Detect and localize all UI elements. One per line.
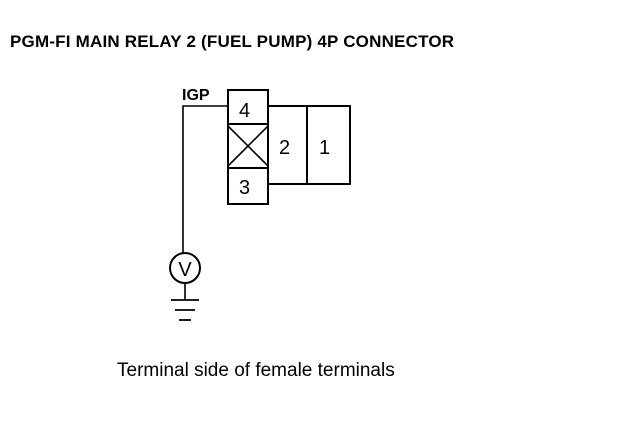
diagram-title: PGM-FI MAIN RELAY 2 (FUEL PUMP) 4P CONNE… xyxy=(10,32,455,51)
ground-icon xyxy=(171,299,199,321)
connector-caption: Terminal side of female terminals xyxy=(117,360,395,381)
terminal-3-label: 3 xyxy=(239,177,250,199)
voltmeter-symbol: V xyxy=(178,259,192,281)
igp-wire-label: IGP xyxy=(182,87,210,104)
probe-wire xyxy=(182,105,228,253)
terminal-1-label: 1 xyxy=(319,137,330,159)
unused-cavity-x-line-2 xyxy=(227,125,269,167)
terminal-4-label: 4 xyxy=(239,100,250,122)
connector-extension xyxy=(267,105,351,185)
terminal-2-label: 2 xyxy=(279,137,290,159)
